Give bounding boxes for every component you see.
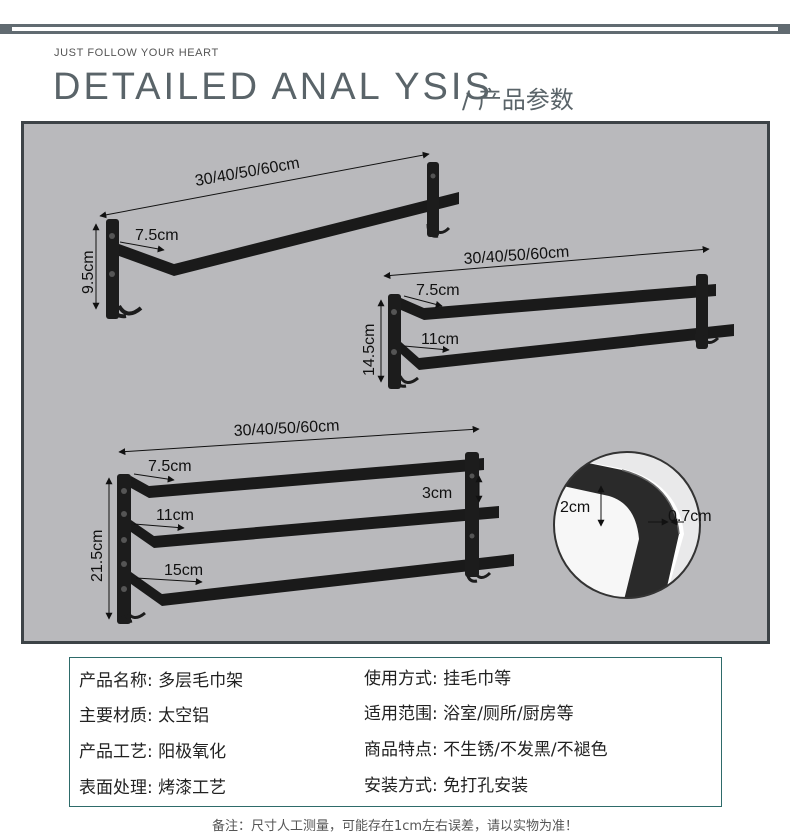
product-diagram-panel: 30/40/50/60cm 9.5cm 7.5cm 30/40/50/60cm …: [21, 121, 770, 644]
page-title: DETAILED ANAL YSIS: [53, 66, 493, 108]
single-height-label: 9.5cm: [80, 250, 97, 294]
page-subtitle: / 产品参数: [462, 86, 574, 114]
tagline: JUST FOLLOW YOUR HEART: [54, 47, 219, 59]
spec-right-0: 使用方式: 挂毛巾等: [364, 669, 512, 689]
profile-detail-zoom: [553, 451, 701, 599]
triple-gap-label: 3cm: [422, 485, 452, 502]
spec-right-2: 商品特点: 不生锈/不发黑/不褪色: [364, 740, 608, 760]
triple-towel-rack: [117, 452, 514, 624]
double-towel-rack: [388, 274, 734, 389]
profile-height-label: 2cm: [560, 499, 590, 516]
profile-thickness-label: 0.7cm: [668, 508, 712, 525]
single-towel-rack: [106, 162, 459, 319]
single-depth-label: 7.5cm: [135, 227, 179, 244]
double-depth1-label: 7.5cm: [416, 282, 460, 299]
footer-note: 备注：尺寸人工测量，可能存在1cm左右误差，请以实物为准！: [211, 819, 579, 834]
double-height-label: 14.5cm: [361, 324, 378, 376]
spec-right-3: 安装方式: 免打孔安装: [364, 776, 529, 796]
top-rule-inner: [12, 27, 778, 31]
spec-left-0: 产品名称: 多层毛巾架: [79, 671, 244, 691]
spec-left-2: 产品工艺: 阳极氧化: [79, 742, 227, 762]
triple-length-label: 30/40/50/60cm: [233, 417, 340, 440]
single-length-label: 30/40/50/60cm: [194, 155, 301, 190]
spec-table: 产品名称: 多层毛巾架 主要材质: 太空铝 产品工艺: 阳极氧化 表面处理: 烤…: [69, 657, 722, 807]
spec-left-1: 主要材质: 太空铝: [79, 706, 210, 726]
product-diagram: 30/40/50/60cm 9.5cm 7.5cm 30/40/50/60cm …: [80, 151, 734, 624]
triple-depth1-label: 7.5cm: [148, 458, 192, 475]
double-length-label: 30/40/50/60cm: [463, 244, 570, 268]
spec-left-3: 表面处理: 烤漆工艺: [79, 778, 227, 798]
triple-depth3-label: 15cm: [164, 562, 203, 579]
double-depth2-label: 11cm: [421, 331, 459, 348]
triple-depth2-label: 11cm: [156, 507, 194, 524]
spec-right-1: 适用范围: 浴室/厕所/厨房等: [364, 704, 574, 724]
triple-height-label: 21.5cm: [89, 530, 106, 582]
